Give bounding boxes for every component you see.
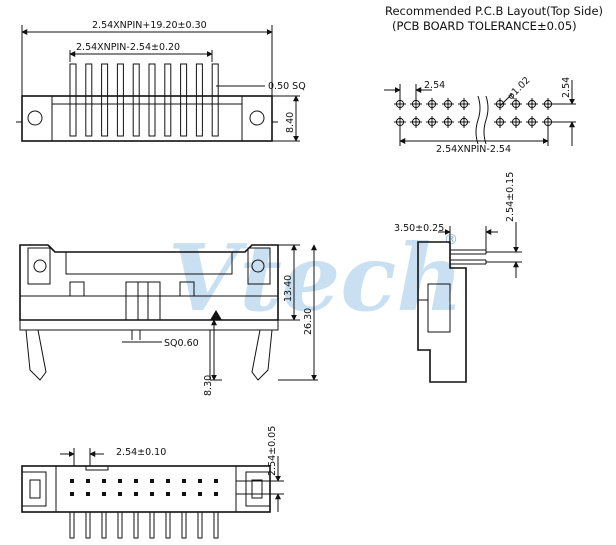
bottom-view-pin <box>166 492 170 496</box>
bottom-view-body <box>21 465 271 513</box>
side-view: 3.50±0.25 2.54±0.15 <box>394 172 522 383</box>
watermark-text: Vtech <box>168 224 463 332</box>
pcb-dim-hole: φ1.02 <box>505 75 532 102</box>
dim-pin-span: 2.54XNPIN-2.54±0.20 <box>76 42 180 53</box>
dim-side-row-pitch: 2.54±0.15 <box>505 172 516 222</box>
bottom-view-pin <box>214 479 218 483</box>
dim-front-total-height: 26.30 <box>303 308 314 335</box>
pcb-hole <box>458 98 470 110</box>
dim-bottom-row-pitch: 2.54±0.05 <box>267 426 278 476</box>
pcb-hole <box>510 116 522 128</box>
top-view-pin <box>180 63 188 137</box>
bottom-view-pin <box>182 492 186 496</box>
pcb-hole <box>526 98 538 110</box>
front-view: SQ0.60 13.40 26.30 8.30 <box>19 244 318 396</box>
top-view-pin <box>164 63 172 137</box>
pcb-hole <box>426 98 438 110</box>
bottom-view-pin <box>86 479 90 483</box>
top-view-pin <box>211 63 219 137</box>
top-view-pin <box>132 63 140 137</box>
pcb-hole <box>494 98 506 110</box>
top-view: 2.54XNPIN+19.20±0.30 2.54XNPIN-2.54±0.20… <box>16 20 306 142</box>
front-view-latch-hole-left <box>33 259 47 273</box>
dim-pin-size: 0.50 SQ <box>268 81 306 92</box>
pcb-hole <box>410 116 422 128</box>
pcb-hole <box>494 116 506 128</box>
top-view-pin <box>85 63 93 137</box>
pcb-hole <box>426 116 438 128</box>
bottom-view-pin-tail <box>85 511 91 539</box>
top-view-latch-hole-left <box>27 110 43 126</box>
pcb-hole <box>442 98 454 110</box>
bottom-view-pin <box>214 492 218 496</box>
bottom-view-pin-tail <box>165 511 171 539</box>
top-view-pin <box>148 63 156 137</box>
top-view-pin <box>69 63 77 137</box>
bottom-view-pin-tail <box>117 511 123 539</box>
watermark: Vtech ® <box>168 224 463 332</box>
bottom-view-pin-tail <box>181 511 187 539</box>
pcb-dim-row-pitch: 2.54 <box>561 77 572 98</box>
bottom-view-pin <box>118 479 122 483</box>
dim-overall-width: 2.54XNPIN+19.20±0.30 <box>92 20 207 31</box>
pcb-tolerance: (PCB BOARD TOLERANCE±0.05) <box>392 19 577 33</box>
bottom-view-pin <box>198 479 202 483</box>
bottom-view-pin-tail <box>213 511 219 539</box>
bottom-view-pin <box>150 479 154 483</box>
pin1-marker-icon <box>210 310 222 320</box>
dim-side-offset: 3.50±0.25 <box>394 223 444 234</box>
bottom-view-pin <box>134 479 138 483</box>
bottom-view-pin-tail <box>149 511 155 539</box>
bottom-view-pin-tail <box>197 511 203 539</box>
pcb-dim-span: 2.54XNPIN-2.54 <box>436 144 511 155</box>
bottom-view-pin <box>70 479 74 483</box>
pcb-hole <box>526 116 538 128</box>
bottom-view-pin <box>102 479 106 483</box>
front-view-latch-hole-right <box>251 259 265 273</box>
top-view-pin <box>195 63 203 137</box>
dim-top-height: 8.40 <box>285 112 296 133</box>
bottom-view-pin-tail <box>101 511 107 539</box>
bottom-view-pin-tail <box>133 511 139 539</box>
bottom-view-pin <box>182 479 186 483</box>
top-view-pin <box>101 63 109 137</box>
bottom-view-pin <box>118 492 122 496</box>
dim-front-pin-sq: SQ0.60 <box>164 338 199 349</box>
pcb-title: Recommended P.C.B Layout(Top Side) <box>385 4 603 18</box>
side-view-body <box>417 241 467 383</box>
bottom-view-pin <box>198 492 202 496</box>
bottom-view-pin <box>150 492 154 496</box>
pcb-layout: 2.54 φ1.02 2.54 2.54XNPIN-2.54 <box>384 75 576 155</box>
pcb-hole <box>510 98 522 110</box>
bottom-view-pin-grid <box>70 479 218 496</box>
pcb-notes: Recommended P.C.B Layout(Top Side) (PCB … <box>385 4 603 33</box>
pcb-hole <box>458 116 470 128</box>
bottom-view-pin-tail <box>69 511 75 539</box>
dim-front-tail: 8.30 <box>203 375 214 396</box>
bottom-view-pin <box>102 492 106 496</box>
pcb-hole-grid <box>394 98 554 128</box>
bottom-view-pin-tails <box>69 511 219 539</box>
bottom-view-pin <box>86 492 90 496</box>
top-view-latch-hole-right <box>249 110 265 126</box>
top-view-pin <box>116 63 124 137</box>
bottom-view-pin <box>166 479 170 483</box>
bottom-view: 2.54±0.10 2.54±0.05 <box>21 426 284 539</box>
top-view-body <box>21 95 273 142</box>
bottom-view-pin <box>70 492 74 496</box>
dim-front-body-height: 13.40 <box>283 275 294 302</box>
pcb-dim-pitch: 2.54 <box>424 80 445 91</box>
bottom-view-pin <box>134 492 138 496</box>
pcb-hole <box>442 116 454 128</box>
watermark-registered: ® <box>444 232 458 248</box>
dim-bottom-pitch: 2.54±0.10 <box>116 447 166 458</box>
top-view-pins <box>69 63 219 137</box>
